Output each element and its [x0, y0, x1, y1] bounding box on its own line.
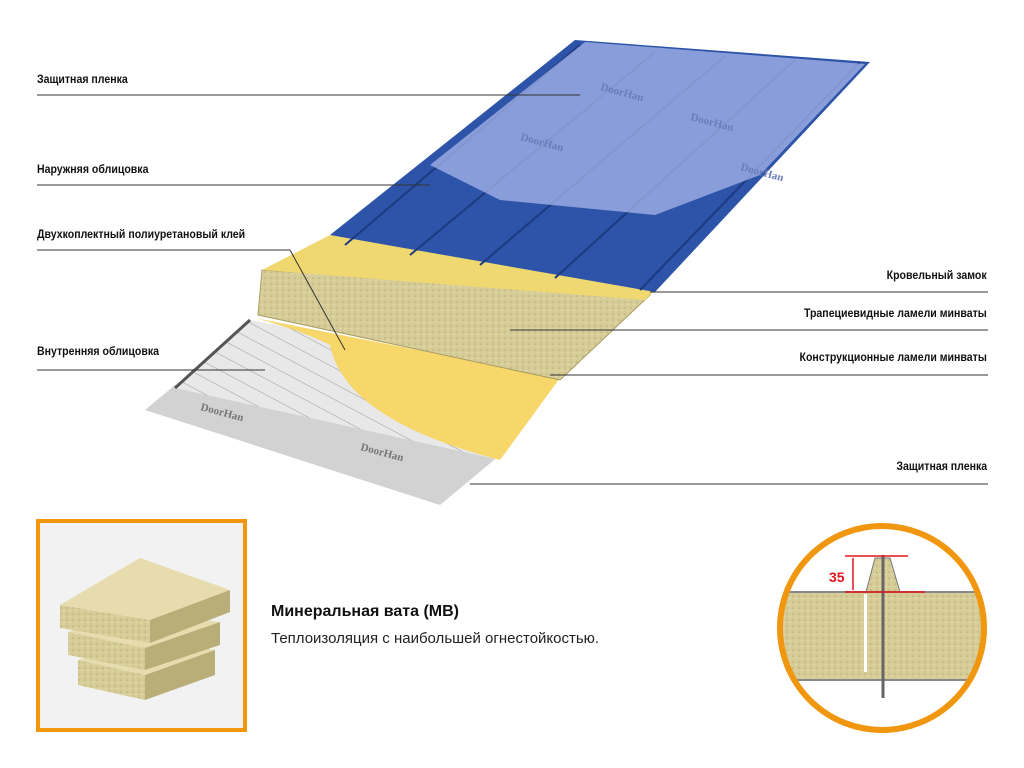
- dimension-label: 35: [829, 569, 845, 585]
- label-trapezoid-lamellas: Трапециевидные ламели минваты: [804, 306, 987, 320]
- glue-layer: [255, 318, 560, 460]
- product-title: Минеральная вата (МВ): [271, 603, 459, 620]
- leader-lines: [37, 94, 988, 485]
- label-inner-protective-film: Защитная пленка: [896, 459, 987, 473]
- label-outer-protective-film: Защитная пленка: [37, 72, 128, 86]
- inner-protective-film: [145, 385, 500, 505]
- mineral-wool-slabs: [60, 558, 230, 700]
- trapezoid-wool-top: [262, 235, 655, 300]
- roof-lock-detail: 35: [777, 523, 987, 733]
- inner-sheet-edge: [173, 318, 252, 390]
- label-outer-sheet: Наружняя облицовка: [37, 162, 149, 176]
- product-subtitle: Теплоизоляция с наибольшей огнестойкость…: [271, 630, 600, 647]
- label-inner-sheet: Внутренняя облицовка: [37, 344, 160, 358]
- outer-protective-film: [430, 42, 865, 215]
- label-roof-lock: Кровельный замок: [887, 268, 987, 282]
- label-structural-lamellas: Конструкционные ламели минваты: [799, 350, 987, 364]
- label-pu-glue: Двухкоплектный полиуретановый клей: [37, 227, 246, 241]
